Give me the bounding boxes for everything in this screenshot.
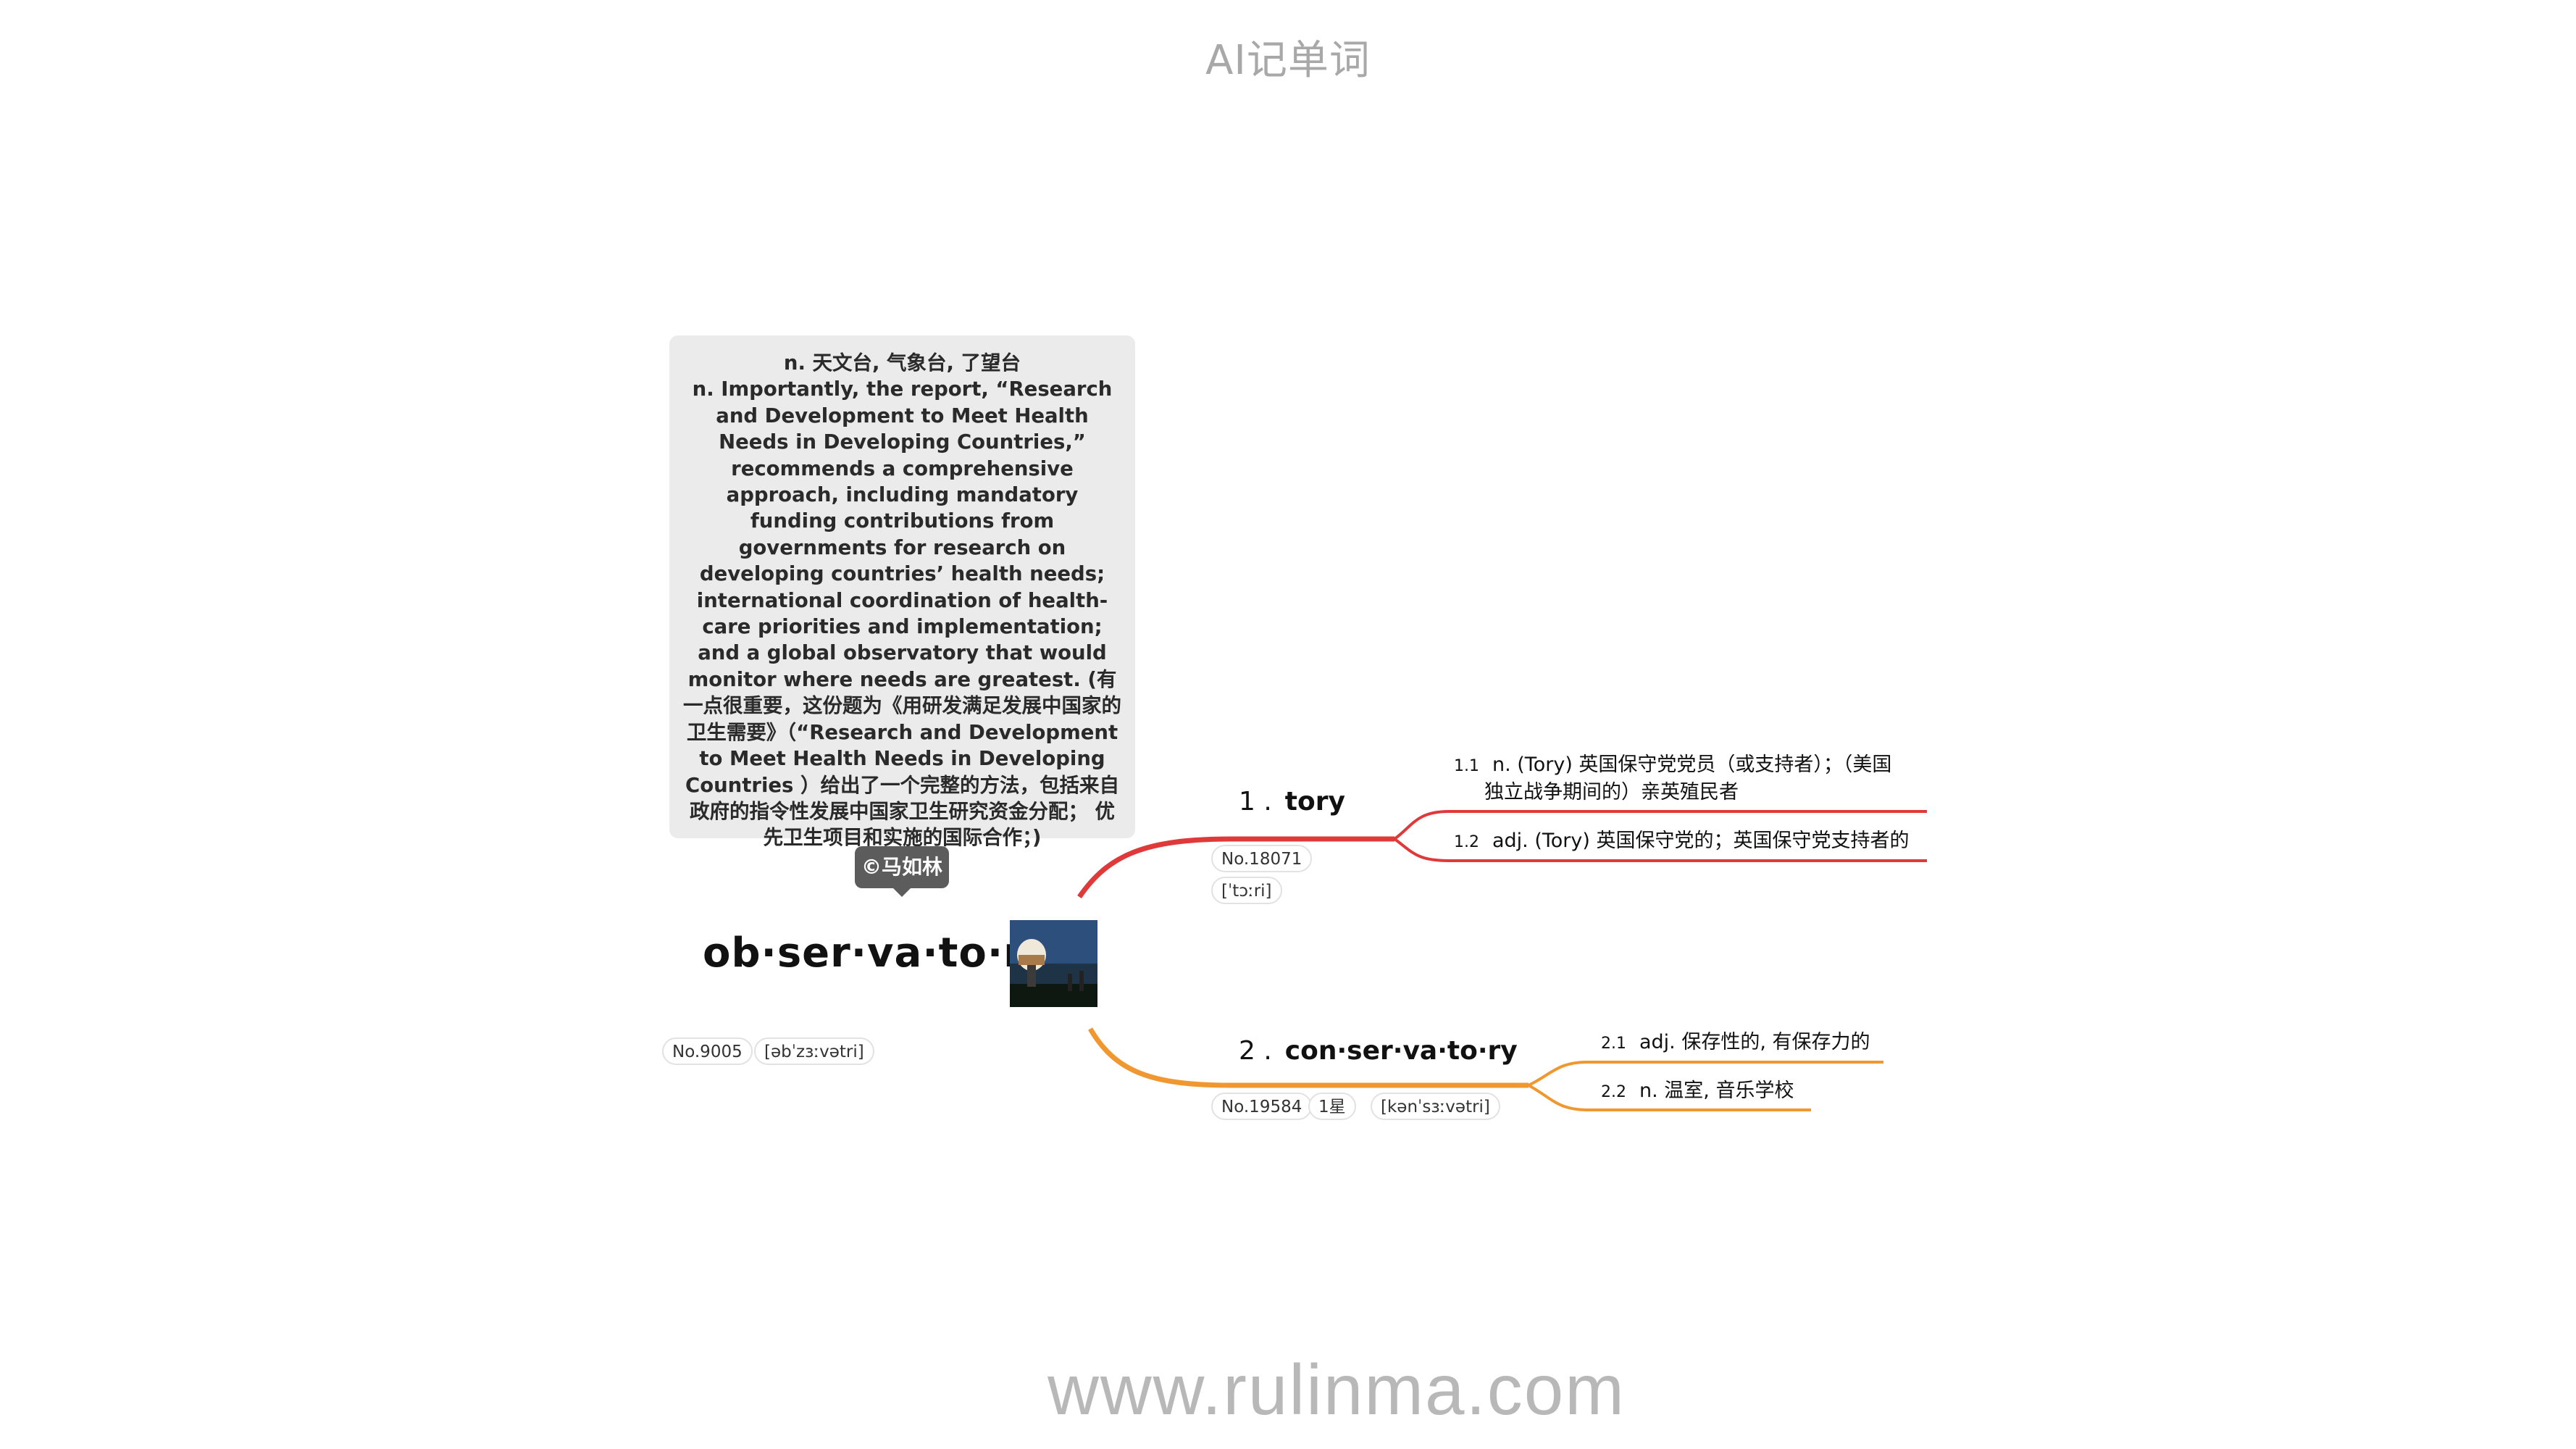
definition-2-2-number: 2.2 [1601,1083,1626,1101]
definition-1-2-line-1: adj. (Tory) 英国保守党的；英国保守党支持者的 [1492,830,1910,852]
branch-2-index: 2 . [1239,1036,1272,1066]
badge-pointer [893,888,911,897]
root-phonetic-pill: [əbˈzɜːvətri] [754,1037,874,1065]
definition-1-1[interactable]: 1.1 n. (Tory) 英国保守党党员（或支持者）；（美国 独立战争期间的）亲… [1454,752,1891,806]
header-title: AI记单词 [1205,37,1371,84]
branch-2-phonetic-pill: [kənˈsɜːvətri] [1371,1093,1500,1120]
branch-2-1-connector [1528,1061,1883,1087]
observatory-photo-icon [1010,920,1097,1007]
definition-2-2[interactable]: 2.2 n. 温室, 音乐学校 [1601,1078,1794,1106]
branch-1-title[interactable]: 1 . tory [1239,787,1345,817]
definition-1-2[interactable]: 1.2 adj. (Tory) 英国保守党的；英国保守党支持者的 [1454,828,1910,856]
definition-2-1-number: 2.1 [1601,1035,1626,1053]
definition-1-2-number: 1.2 [1454,833,1479,851]
author-badge-label: ©马如林 [861,855,942,879]
branch-1-number-pill: No.18071 [1211,845,1313,872]
definition-1-1-line-2: 独立战争期间的）亲英殖民者 [1484,781,1739,803]
branch-2-number-pill: No.19584 [1211,1093,1313,1120]
branch-1-phonetic-pill: [ˈtɔːri] [1211,877,1282,904]
branch-2-connector [1087,1027,1529,1088]
observatory-photo-graphic [1010,920,1097,1007]
branch-1-index: 1 . [1239,787,1272,817]
branch-2-title[interactable]: 2 . con·ser·va·to·ry [1239,1036,1518,1066]
definition-2-1[interactable]: 2.1 adj. 保存性的, 有保存力的 [1601,1030,1870,1057]
definition-2-1-line-1: adj. 保存性的, 有保存力的 [1639,1031,1870,1053]
branch-2-word: con·ser·va·to·ry [1284,1036,1518,1066]
branch-2-2-connector [1528,1084,1811,1111]
note-definition: n. 天文台, 气象台, 了望台 [783,351,1021,375]
branch-1-2-connector [1393,838,1927,862]
note-example: n. Importantly, the report, “Research an… [683,377,1121,850]
definition-2-2-line-1: n. 温室, 音乐学校 [1639,1080,1794,1102]
branch-1-1-connector [1393,810,1927,840]
root-number-pill: No.9005 [662,1037,753,1065]
branch-1-word: tory [1284,787,1345,817]
definition-1-1-number: 1.1 [1454,757,1479,775]
example-note: n. 天文台, 气象台, 了望台 n. Importantly, the rep… [669,335,1135,849]
definition-1-1-line-1: n. (Tory) 英国保守党党员（或支持者）；（美国 [1492,753,1892,776]
root-word[interactable]: ob·ser·va·to·ry [703,930,1052,977]
footer-url: www.rulinma.com [1047,1350,1626,1429]
branch-2-stars-pill: 1星 [1308,1093,1356,1120]
author-badge: ©马如林 [855,846,949,897]
branch-1-connector [1077,836,1394,898]
